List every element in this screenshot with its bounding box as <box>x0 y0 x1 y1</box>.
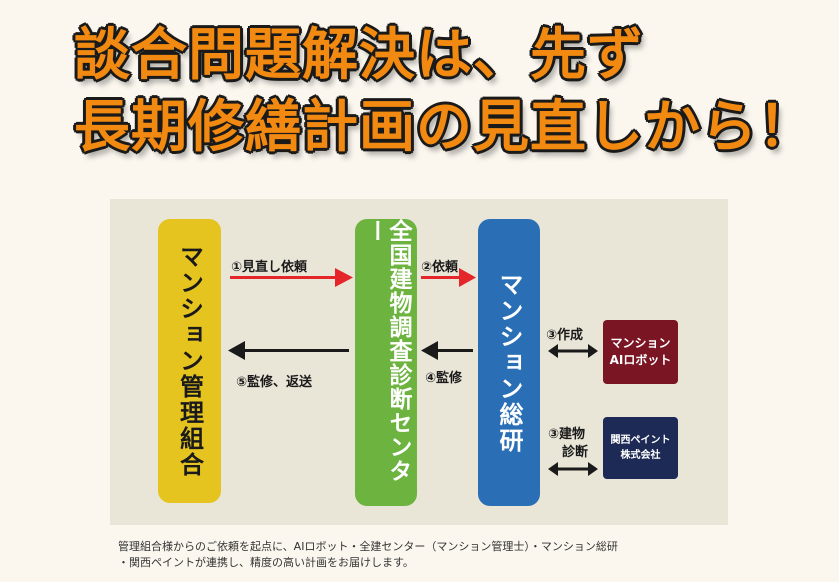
ai-box-line1: マンション <box>610 336 671 350</box>
step2-arrowhead-icon <box>459 268 476 287</box>
step5-arrow-line <box>243 349 349 352</box>
step2-arrow-line <box>421 276 461 279</box>
step1-label: ①見直し依頼 <box>231 260 308 275</box>
kanri-kumiai-column: マンション管理組合 <box>158 219 221 503</box>
step3a-label: ③作成 <box>546 328 584 343</box>
kansai-box-line1: 関西ペイント <box>610 435 671 446</box>
step1-arrowhead-icon <box>335 268 353 287</box>
ai-box-line2: AIロボット <box>609 353 672 367</box>
caption-line-2: ・関西ペイントが連携し、精度の高い計画をお届けします。 <box>118 556 414 569</box>
step3b-label-line2: 診断 <box>562 445 589 460</box>
mansion-ai-robot-box: マンション AIロボット <box>603 320 678 384</box>
mansion-soken-column: マンション総研 <box>478 219 540 506</box>
step4-arrow-line <box>436 349 473 352</box>
zenken-center-column: 全国建物調査診断センター <box>355 219 417 506</box>
kansai-box-line2: 株式会社 <box>620 450 661 461</box>
step4-label: ④監修 <box>425 371 463 386</box>
kansai-paint-box: 関西ペイント 株式会社 <box>603 417 678 479</box>
zenken-center-label: 全国建物調査診断センター <box>362 219 411 483</box>
step3a-double-arrow-icon <box>548 344 598 358</box>
step2-label: ②依頼 <box>421 260 459 275</box>
step5-label: ⑤監修、返送 <box>236 375 313 390</box>
step1-arrow-line <box>230 276 338 279</box>
step4-arrowhead-icon <box>421 341 438 360</box>
kanri-kumiai-label: マンション管理組合 <box>175 244 204 478</box>
mansion-soken-label: マンション総研 <box>495 271 523 454</box>
flow-diagram: マンション管理組合 全国建物調査診断センター マンション総研 ①見直し依頼 ②依… <box>110 199 728 525</box>
headline-line-2: 長期修繕計画の見直しから！ <box>74 95 815 160</box>
step3b-double-arrow-icon <box>548 462 598 476</box>
headline-line-1: 談合問題解決は、先ず <box>74 23 644 88</box>
step5-arrowhead-icon <box>228 341 245 360</box>
step3b-label-line1: ③建物 <box>548 427 586 442</box>
caption-line-1: 管理組合様からのご依頼を起点に、AIロボット・全建センター（マンション管理士）・… <box>118 540 618 553</box>
